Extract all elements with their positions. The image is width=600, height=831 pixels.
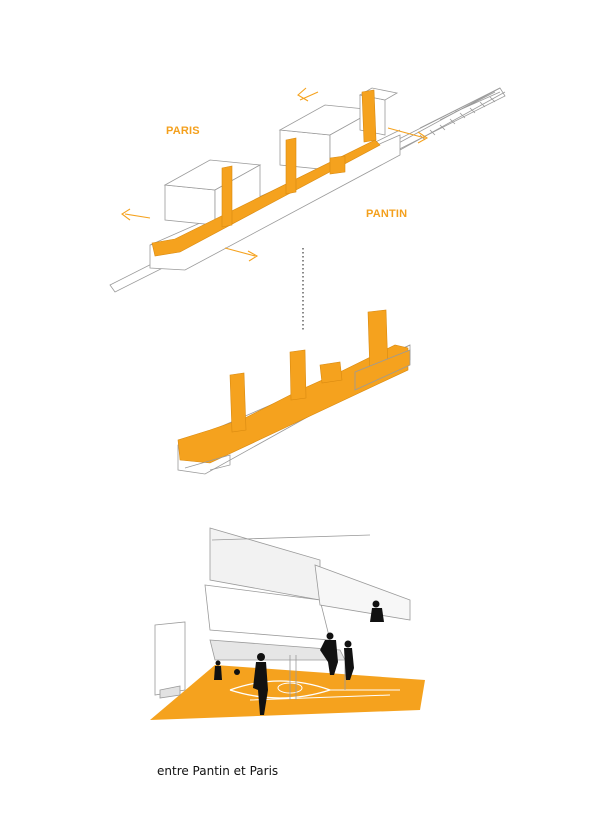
axonometric-site-diagram [109, 87, 506, 293]
pantin-label: PANTIN [366, 208, 408, 220]
paris-label: PARIS [166, 125, 200, 137]
caption: entre Pantin et Paris [157, 764, 279, 778]
